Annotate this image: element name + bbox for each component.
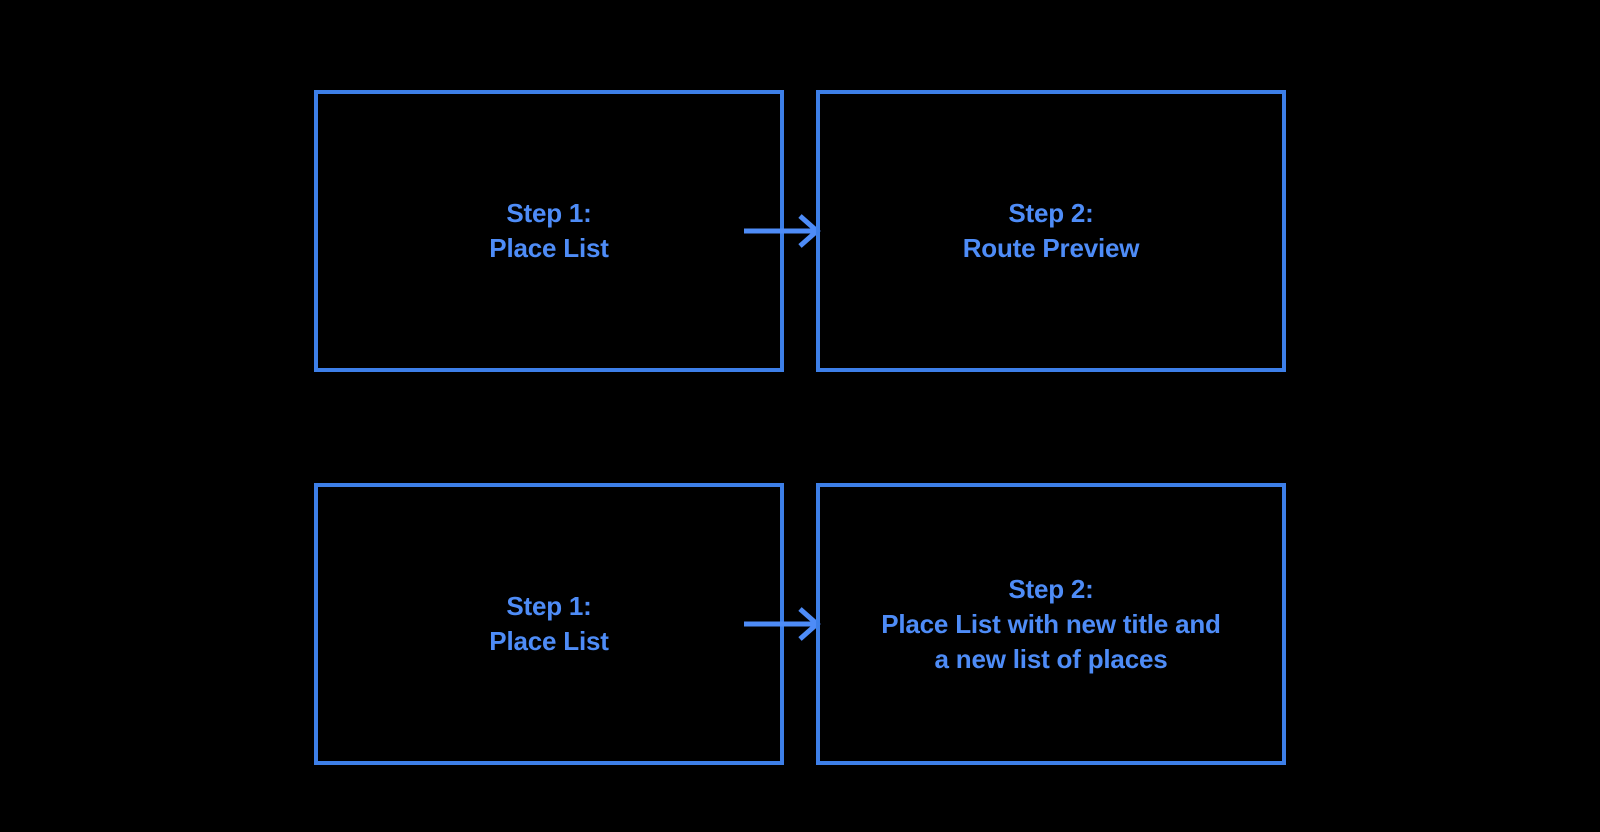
step-box-row1-step1[interactable]: Step 1: Place List (314, 483, 784, 765)
step-box-row0-step1[interactable]: Step 1: Place List (314, 90, 784, 372)
step-box-row1-step2[interactable]: Step 2: Place List with new title and a … (816, 483, 1286, 765)
step-box-label: Step 1: Place List (489, 591, 609, 656)
step-box-label: Step 1: Place List (489, 198, 609, 263)
flow-row-bottom: Step 1: Place List Step 2: Place List wi… (0, 483, 1600, 767)
flow-row-top: Step 1: Place List Step 2: Route Preview (0, 90, 1600, 374)
step-box-label: Step 2: Route Preview (962, 198, 1140, 263)
step-box-row0-step2[interactable]: Step 2: Route Preview (816, 90, 1286, 372)
step-box-label: Step 2: Place List with new title and a … (881, 573, 1221, 674)
